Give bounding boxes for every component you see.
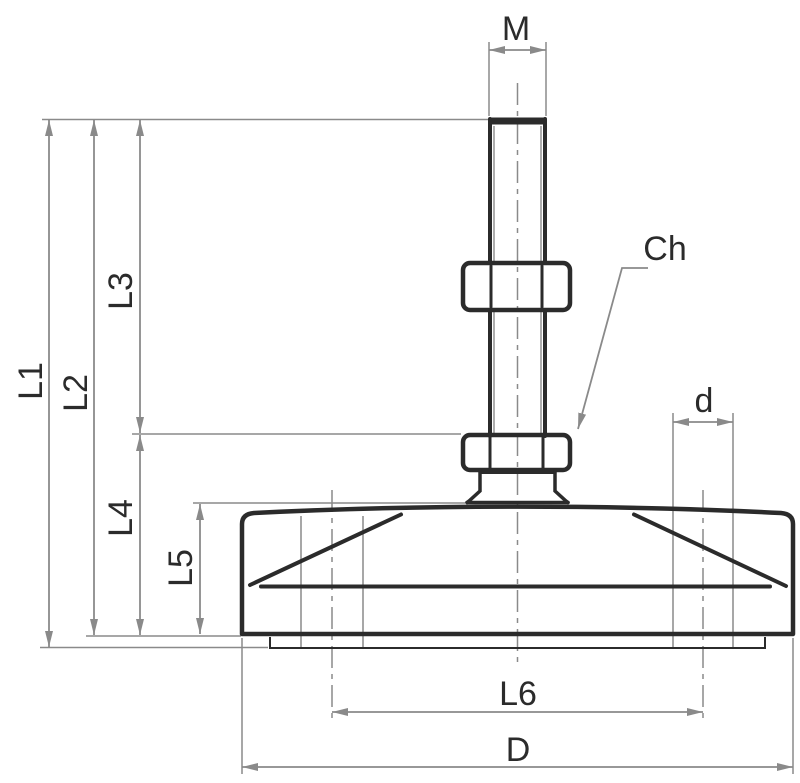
ball-seat	[465, 468, 570, 505]
dimension-lines	[40, 42, 794, 774]
length-l3-label: L3	[102, 272, 140, 310]
base-diameter-label: D	[506, 731, 531, 769]
leader-line-chamfer	[577, 267, 648, 430]
hole-diameter-label: d	[695, 382, 714, 420]
chamfer-label: Ch	[643, 230, 686, 268]
dimension-labels: M Ch d L1 L2 L3 L4 L5 L6 D	[12, 10, 713, 769]
upper-nut-body	[460, 260, 573, 313]
base	[239, 504, 796, 649]
length-l1-label: L1	[12, 362, 50, 400]
length-l2-label: L2	[57, 374, 95, 412]
seat-side-right	[553, 468, 570, 505]
upper-hex-nut	[460, 260, 573, 313]
base-outline	[239, 504, 796, 637]
hole-spacing-l6-label: L6	[499, 675, 537, 713]
length-l5-label: L5	[162, 549, 200, 587]
base-cone-edge-right	[632, 512, 788, 588]
part-outline	[239, 117, 796, 649]
threaded-stud	[488, 117, 547, 438]
seat-side-left	[465, 468, 482, 505]
lower-hex-nut	[460, 432, 573, 473]
rubber-pad	[269, 637, 766, 649]
base-cone-edge-left	[248, 512, 403, 587]
length-l4-label: L4	[102, 499, 140, 537]
thread-size-label: M	[502, 10, 530, 48]
lower-nut-body	[460, 432, 573, 473]
